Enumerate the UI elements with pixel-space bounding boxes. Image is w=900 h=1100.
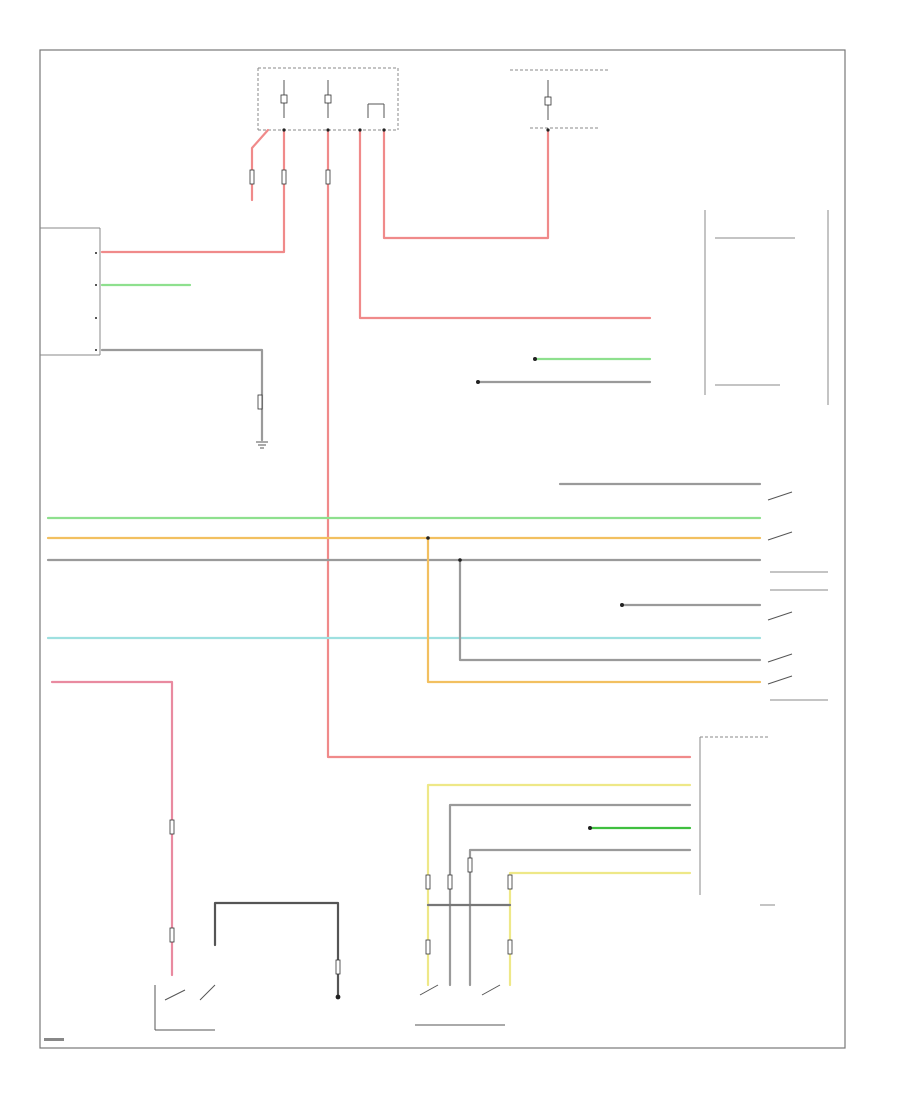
wire-red-main-drop [326, 128, 692, 759]
fuse-block-right [510, 69, 608, 129]
wire-orange-branch [426, 536, 762, 684]
switch-icon [767, 491, 828, 701]
diagram-code-mark [44, 1038, 64, 1041]
wire-grey-unlock [448, 803, 692, 987]
fuse-block [257, 67, 399, 131]
splice-icon [282, 128, 550, 562]
diagram-frame [39, 49, 846, 1049]
fuse-icon [367, 103, 385, 118]
wire-red-upper-switch [358, 128, 652, 320]
wire-grey-lower-b [468, 848, 692, 987]
switch-icon [154, 984, 505, 1031]
wire-grey-ground [100, 348, 264, 442]
wire-red-module-feed [100, 128, 286, 254]
fuse-icon [324, 80, 332, 118]
wire-red-branch [250, 128, 270, 202]
fuse-icon [544, 80, 552, 120]
wire-grey-left-switch [213, 901, 340, 997]
wire-red-fuse-loop [382, 128, 550, 240]
fuse-icon [280, 80, 288, 118]
ground-icon [335, 994, 341, 1000]
left-control-module [40, 227, 101, 356]
connector-icon [169, 169, 513, 975]
wire-yellow-lock [426, 783, 692, 987]
wire-yellow-lower [508, 871, 692, 987]
right-switch-module-upper [704, 210, 829, 405]
ground-icon [256, 441, 268, 449]
passenger-door-lock-switch [699, 736, 775, 906]
wire-grey-branch [458, 558, 762, 662]
wire-pink-left-switch [50, 680, 174, 977]
